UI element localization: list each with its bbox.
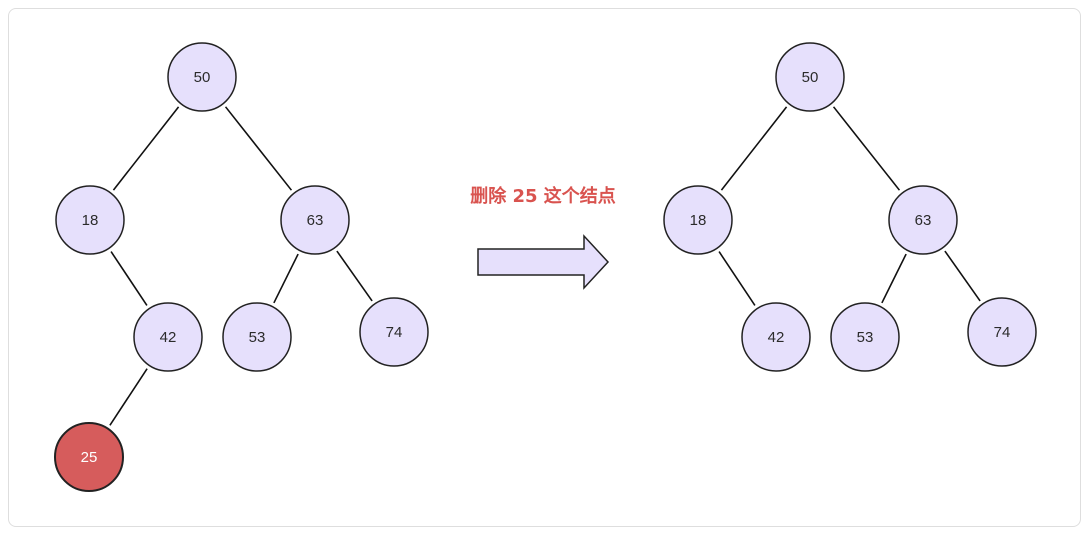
edge-b50-b63 (224, 106, 293, 191)
tree-node-b53: 53 (222, 302, 292, 372)
tree-node-a18: 18 (663, 185, 733, 255)
node-label: 53 (249, 329, 266, 346)
edge-b42-b25 (109, 368, 148, 426)
edge-a50-a18 (720, 106, 788, 191)
tree-node-b74: 74 (359, 297, 429, 367)
edge-a18-a42 (718, 251, 756, 306)
node-circle (359, 297, 429, 367)
tree-node-b50: 50 (167, 42, 237, 112)
edge-b50-b18 (112, 106, 180, 191)
node-circle (741, 302, 811, 372)
edge-b18-b42 (110, 251, 148, 306)
edge-b63-b53 (273, 253, 299, 304)
node-circle (830, 302, 900, 372)
edges-layer (109, 106, 981, 426)
node-label: 74 (994, 324, 1011, 341)
node-circle (967, 297, 1037, 367)
node-circle (133, 302, 203, 372)
node-label: 25 (81, 449, 98, 466)
node-label: 50 (194, 69, 211, 86)
edge-a63-a74 (944, 250, 981, 302)
node-circle (663, 185, 733, 255)
tree-node-a74: 74 (967, 297, 1037, 367)
node-circle (775, 42, 845, 112)
tree-node-b18: 18 (55, 185, 125, 255)
node-label: 18 (82, 212, 99, 229)
node-label: 42 (160, 329, 177, 346)
tree-node-b42: 42 (133, 302, 203, 372)
node-label: 50 (802, 69, 819, 86)
edge-a63-a53 (881, 253, 907, 304)
edge-a50-a63 (832, 106, 901, 191)
caption-text: 删除 25 这个结点 (470, 185, 616, 207)
nodes-layer: 50 18 63 42 53 74 25 50 18 63 42 53 74 (54, 42, 1037, 492)
node-circle (54, 422, 124, 492)
tree-node-a42: 42 (741, 302, 811, 372)
node-circle (55, 185, 125, 255)
edge-b63-b74 (336, 250, 373, 302)
node-label: 63 (915, 212, 932, 229)
node-circle (888, 185, 958, 255)
tree-node-a50: 50 (775, 42, 845, 112)
node-label: 18 (690, 212, 707, 229)
node-label: 74 (386, 324, 403, 341)
tree-node-b25: 25 (54, 422, 124, 492)
right-arrow-icon (477, 234, 610, 290)
tree-node-b63: 63 (280, 185, 350, 255)
node-label: 53 (857, 329, 874, 346)
node-circle (222, 302, 292, 372)
node-label: 42 (768, 329, 785, 346)
tree-node-a63: 63 (888, 185, 958, 255)
tree-node-a53: 53 (830, 302, 900, 372)
node-label: 63 (307, 212, 324, 229)
node-circle (280, 185, 350, 255)
node-circle (167, 42, 237, 112)
